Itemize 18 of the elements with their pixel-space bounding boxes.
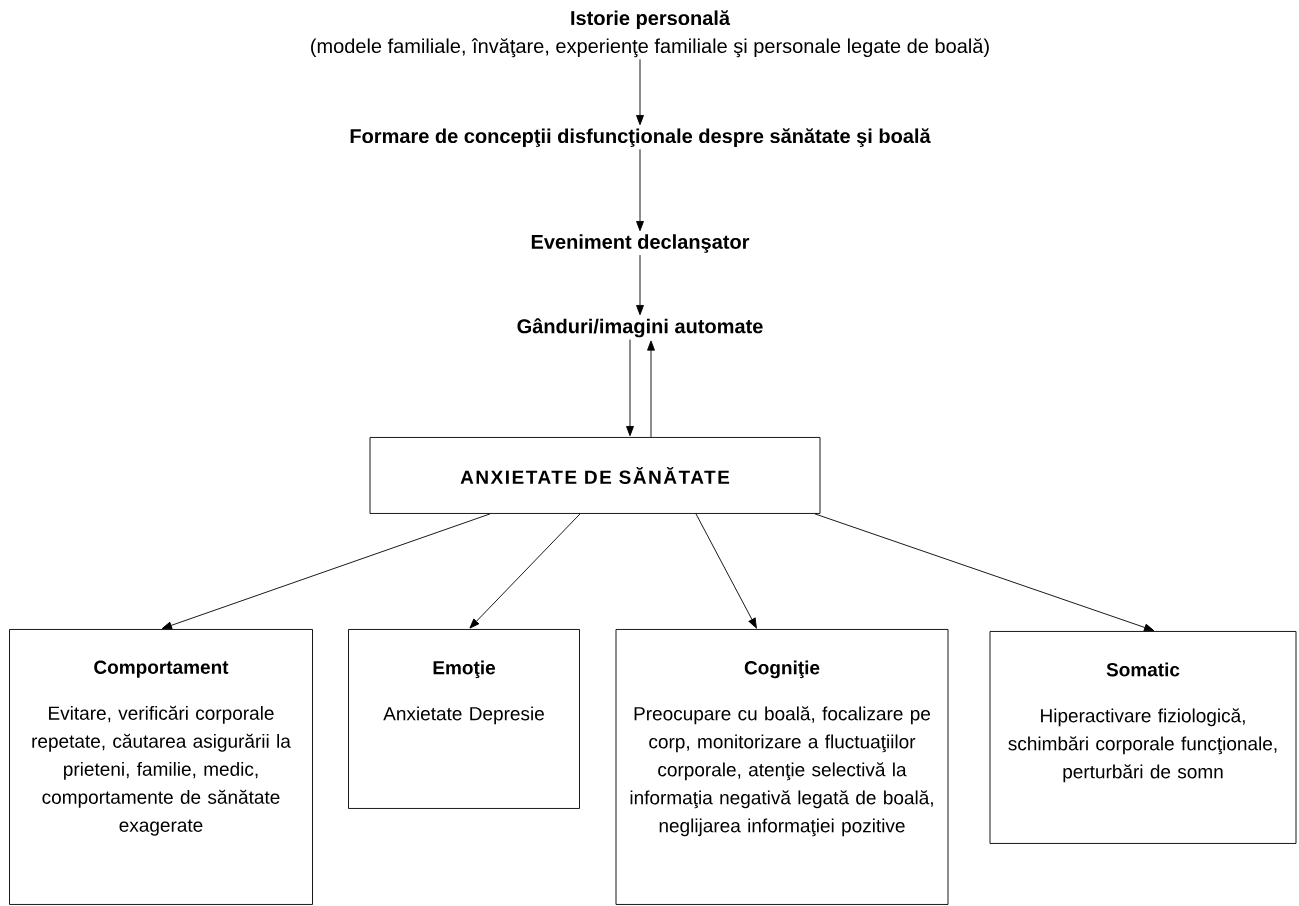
arrow bbox=[647, 340, 655, 438]
category-box: Emoţie Anxietate Depresie bbox=[348, 629, 580, 809]
arrow bbox=[695, 513, 757, 629]
arrow bbox=[636, 148, 644, 232]
arrow bbox=[161, 513, 491, 630]
arrow bbox=[636, 254, 644, 316]
flow-text: Formare de concepţii disfuncţionale despre sănătate şi boală bbox=[350, 128, 931, 148]
category-box: Somatic Hiperactivare fiziologică, schimbări corporale funcţionale, perturbări de somn bbox=[989, 631, 1297, 844]
arrow bbox=[636, 58, 644, 126]
flow-text: Gânduri/imagini automate bbox=[517, 318, 763, 338]
category-box: Cogniţie Preocupare cu boală, focalizare pe corp, monitorizare a fluctuaţiilor corporale, atenţie selectivă la informaţia negativă legată de boală, neglijarea informaţiei pozitive bbox=[615, 629, 949, 905]
arrow bbox=[814, 513, 1155, 632]
arrow bbox=[626, 339, 634, 437]
flow-text: Eveniment declanşator bbox=[531, 234, 750, 253]
flow-text: Istorie personală (modele familiale, învăţare, experienţe familiale şi personale legate de boală) bbox=[311, 10, 989, 58]
category-box: Comportament Evitare, verificări corporale repetate, căutarea asigurării la prieteni, familie, medic, comportamente de sănătate exagerate bbox=[9, 629, 313, 905]
central-box: ANXIETATE DE SĂNĂTATE bbox=[369, 437, 821, 514]
arrow bbox=[469, 513, 581, 629]
